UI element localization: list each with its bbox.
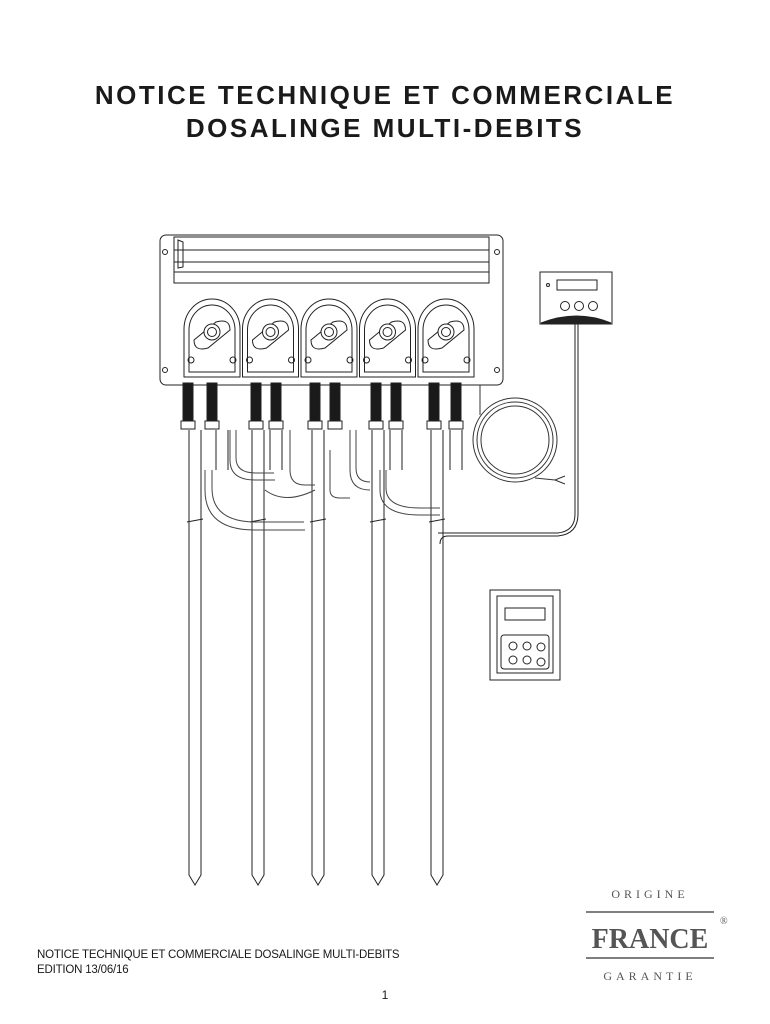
pump-head (183, 298, 241, 378)
tube-sleeve (250, 382, 262, 422)
pump-rotor (320, 323, 338, 341)
return-tube (215, 430, 229, 470)
pump-rotor (203, 323, 221, 341)
hose-clamp (204, 420, 220, 430)
suction-tubes (186, 430, 463, 886)
origine-france-garantie-logo: ORIGINE FRANCE ® GARANTIE (586, 887, 728, 983)
tube-sleeve (270, 382, 282, 422)
tube-weight (428, 518, 446, 523)
footer-document-name: NOTICE TECHNIQUE ET COMMERCIALE DOSALING… (37, 949, 400, 961)
hose-clamp (368, 420, 384, 430)
tube-sleeve (206, 382, 218, 422)
page-number: 1 (381, 988, 389, 1002)
tube-sleeve (182, 382, 194, 422)
pump-rotor (437, 323, 455, 341)
hose-clamp (388, 420, 404, 430)
return-tube (269, 430, 283, 470)
tube-sleeve (450, 382, 462, 422)
logo-registered-mark: ® (720, 916, 728, 927)
page-title-line-1: NOTICE TECHNIQUE ET COMMERCIALE (94, 80, 676, 110)
pump-head (242, 298, 299, 378)
suction-tube (371, 430, 385, 886)
suction-tube (251, 430, 265, 886)
tube-sleeve (309, 382, 321, 422)
hose-clamp (180, 420, 196, 430)
pump-tube-sleeves (180, 382, 464, 430)
pump-heads (183, 298, 475, 378)
hose-clamp (448, 420, 464, 430)
tube-sleeve (390, 382, 402, 422)
pump-head (359, 298, 416, 378)
keypad-module (489, 589, 561, 681)
logo-bottom-text: GARANTIE (603, 969, 696, 983)
hose-clamp (248, 420, 264, 430)
tube-weight (309, 518, 327, 523)
footer-edition: EDITION 13/06/16 (37, 964, 129, 976)
hose-clamp (327, 420, 343, 430)
remote-controller (438, 271, 613, 545)
tube-sleeve (428, 382, 440, 422)
return-tube (449, 430, 463, 470)
connecting-pipes (204, 430, 440, 531)
suction-tube (311, 430, 325, 886)
return-tube (389, 430, 403, 470)
tube-sleeve (370, 382, 382, 422)
tube-weight (369, 518, 387, 523)
suction-tube (188, 430, 202, 886)
hose-clamp (307, 420, 323, 430)
logo-center-text: FRANCE (592, 924, 709, 955)
pump-rotor (379, 323, 396, 341)
hose-clamp (268, 420, 284, 430)
pump-head (300, 298, 358, 378)
pump-rotor (262, 323, 279, 341)
tube-weight (186, 518, 204, 523)
pump-head (417, 298, 475, 378)
cable-coil (472, 385, 566, 485)
page-title-line-2: DOSALINGE MULTI-DEBITS (185, 113, 585, 143)
suction-tube (430, 430, 444, 886)
logo-top-text: ORIGINE (611, 887, 688, 901)
hose-clamp (426, 420, 442, 430)
tube-sleeve (329, 382, 341, 422)
